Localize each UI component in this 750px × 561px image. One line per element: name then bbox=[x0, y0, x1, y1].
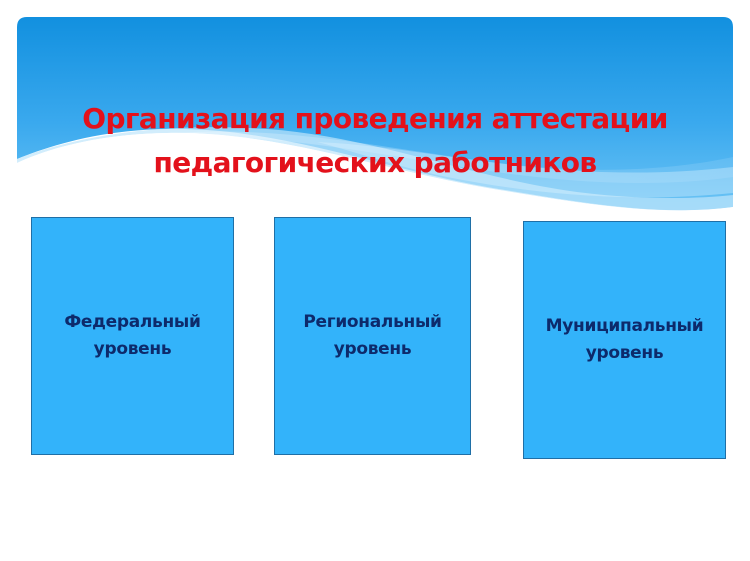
federal-level-label-line-2: уровень bbox=[93, 339, 172, 359]
municipal-level-label-line-1: Муниципальный bbox=[545, 316, 704, 336]
slide-title-line-1: Организация проведения аттестации bbox=[82, 102, 668, 135]
municipal-level-box: Муниципальный уровень bbox=[523, 221, 726, 459]
regional-level-label-line-2: уровень bbox=[333, 339, 412, 359]
federal-level-box: Федеральный уровень bbox=[31, 217, 234, 455]
slide-title-line-2: педагогических работников bbox=[153, 146, 597, 179]
federal-level-label-line-1: Федеральный bbox=[64, 312, 201, 332]
federal-level-label: Федеральный уровень bbox=[64, 309, 201, 363]
municipal-level-label: Муниципальный уровень bbox=[546, 313, 704, 367]
regional-level-label: Региональный уровень bbox=[303, 309, 442, 363]
regional-level-box: Региональный уровень bbox=[274, 217, 471, 455]
slide-title: Организация проведения аттестации педаго… bbox=[0, 97, 750, 185]
header-banner bbox=[17, 17, 733, 217]
regional-level-label-line-1: Региональный bbox=[303, 312, 442, 332]
municipal-level-label-line-2: уровень bbox=[585, 343, 664, 363]
wave-banner-graphic bbox=[17, 17, 733, 217]
